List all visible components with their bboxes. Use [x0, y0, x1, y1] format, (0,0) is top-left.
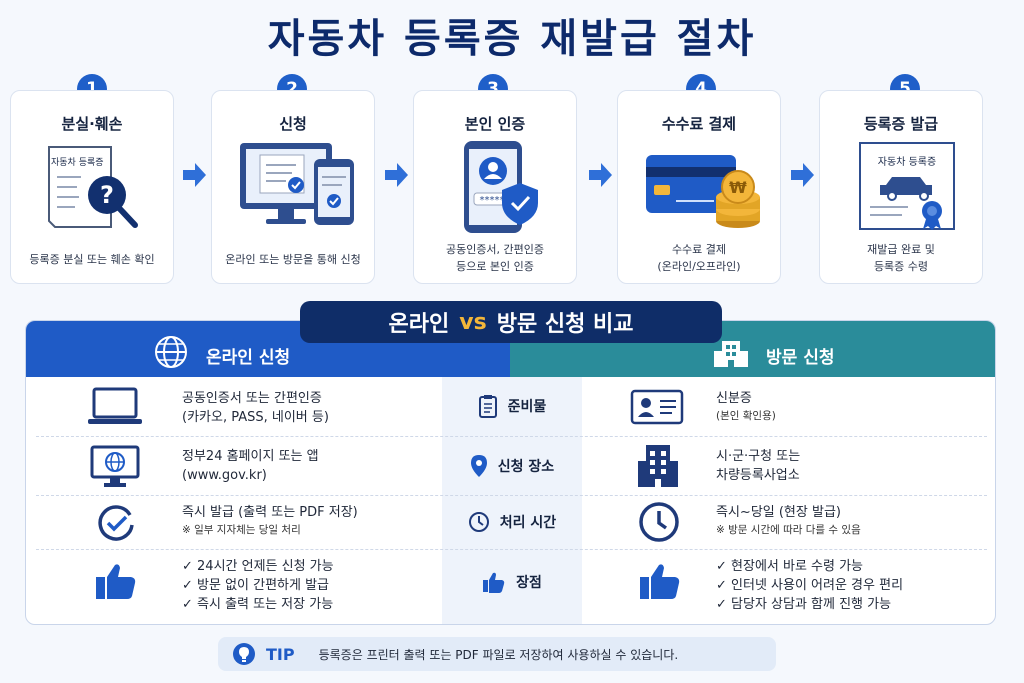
row-divider: [36, 549, 987, 550]
page-title: 자동차 등록증 재발급 절차: [267, 16, 757, 62]
step-title: 신청: [279, 115, 307, 133]
step-card-lost-damaged: 분실·훼손 ? 자동차 등록증 등록증 분실 또는 훼손 확인: [10, 90, 174, 284]
cell-line: 신분증: [716, 391, 752, 406]
cell-line: 시·군·구청 또는: [716, 449, 801, 464]
thumbs-up-icon: [483, 572, 505, 593]
visit-requirement: 신분증 (본인 확인용): [716, 389, 776, 424]
criteria-label: 준비물: [507, 399, 547, 415]
step-description-line: (온라인/오프라인): [657, 260, 741, 273]
row-divider: [36, 495, 987, 496]
svg-text:₩: ₩: [729, 178, 747, 197]
tip-label: TIP: [266, 644, 295, 664]
advantage-item: ✓ 24시간 언제든 신청 가능: [182, 559, 334, 574]
step-description-line: 재발급 완료 및: [867, 243, 935, 256]
arrow-right-icon: [385, 163, 408, 187]
step-title: 분실·훼손: [61, 115, 123, 133]
banner-visit: 방문 신청 비교: [496, 312, 634, 337]
map-pin-icon: [470, 455, 487, 477]
visit-advantages: ✓ 현장에서 바로 수령 가능 ✓ 인터넷 사용이 어려운 경우 편리 ✓ 담당…: [716, 557, 903, 614]
criteria-label: 장점: [516, 575, 542, 591]
online-requirement: 공동인증서 또는 간편인증 (카카오, PASS, 네이버 등): [182, 389, 329, 427]
certificate-label: 자동차 등록증: [877, 157, 937, 168]
advantage-item: ✓ 현장에서 바로 수령 가능: [716, 559, 864, 574]
online-processing-time: 즉시 발급 (출력 또는 PDF 저장) ※ 일부 지자체는 당일 처리: [182, 503, 358, 538]
row-divider: [36, 436, 987, 437]
advantage-item: ✓ 담당자 상담과 함께 진행 가능: [716, 597, 892, 612]
building-icon: [714, 341, 748, 367]
step-title: 등록증 발급: [863, 115, 939, 133]
globe-icon: [155, 336, 187, 368]
cell-line: 공동인증서 또는 간편인증: [182, 391, 322, 406]
step-description: 수수료 결제 (온라인/오프라인): [624, 241, 774, 275]
online-header-label: 온라인 신청: [206, 348, 291, 368]
laptop-icon: [88, 387, 142, 424]
arrow-right-icon: [791, 163, 814, 187]
step-description-line: 등으로 본인 인증: [456, 260, 534, 273]
arrow-right-icon: [183, 163, 206, 187]
visit-location: 시·군·구청 또는 차량등록사업소: [716, 447, 800, 485]
criteria-processing-time: 처리 시간: [442, 507, 582, 537]
cell-line: (www.gov.kr): [182, 468, 267, 483]
svg-text:?: ?: [100, 181, 114, 209]
step-description-line: 공동인증서, 간편인증: [445, 243, 545, 256]
comparison-banner: 온라인 vs 방문 신청 비교: [300, 301, 722, 343]
cell-line: 정부24 홈페이지 또는 앱: [182, 449, 319, 464]
visit-header-label: 방문 신청: [766, 348, 835, 368]
online-advantages: ✓ 24시간 언제든 신청 가능 ✓ 방문 없이 간편하게 발급 ✓ 즉시 출력…: [182, 557, 334, 614]
monitor-phone-icon: [212, 139, 374, 235]
clock-check-icon: [98, 505, 134, 541]
banner-online: 온라인: [388, 312, 450, 337]
tip-bar: TIP 등록증은 프린터 출력 또는 PDF 파일로 저장하여 사용하실 수 있…: [218, 637, 776, 671]
comparison-table: 온라인 신청 방문 신청 공동인증서 또는 간편인증 (카카오, PASS, 네…: [25, 320, 996, 625]
step-card-apply: 신청 온라인 또는 방문을 통해 신청: [211, 90, 375, 284]
monitor-globe-icon: [90, 445, 140, 487]
step-card-identity-verification: 본인 인증 ***** 공동인증서, 간편인증 등으로 본인 인증: [413, 90, 577, 284]
criteria-location: 신청 장소: [442, 451, 582, 481]
cell-line: ※ 방문 시간에 따라 다를 수 있음: [716, 524, 861, 536]
arrow-right-icon: [589, 163, 612, 187]
criteria-advantages: 장점: [442, 567, 582, 597]
advantage-item: ✓ 인터넷 사용이 어려운 경우 편리: [716, 578, 904, 593]
id-card-icon: [630, 389, 684, 425]
thumbs-up-icon: [640, 564, 680, 599]
step-title: 수수료 결제: [661, 115, 737, 133]
criteria-requirements: 준비물: [442, 391, 582, 421]
step-description-line: 등록증 수령: [873, 260, 929, 273]
cell-line: ※ 일부 지자체는 당일 처리: [182, 524, 301, 536]
step-description: 온라인 또는 방문을 통해 신청: [225, 253, 361, 266]
certificate-car-icon: [820, 139, 982, 235]
office-building-icon: [638, 445, 678, 487]
cell-line: 차량등록사업소: [716, 468, 800, 483]
advantage-item: ✓ 즉시 출력 또는 저장 가능: [182, 597, 334, 612]
cell-line: (카카오, PASS, 네이버 등): [182, 410, 329, 425]
card-coins-icon: ₩: [618, 139, 780, 235]
advantage-item: ✓ 방문 없이 간편하게 발급: [182, 578, 330, 593]
cell-line: 즉시~당일 (현장 발급): [716, 505, 841, 520]
lightbulb-icon: [233, 643, 255, 665]
step-description-line: 수수료 결제: [671, 243, 727, 256]
svg-text:*****: *****: [480, 195, 505, 206]
step-description: 공동인증서, 간편인증 등으로 본인 인증: [420, 241, 570, 275]
criteria-label: 처리 시간: [499, 515, 557, 531]
criteria-label: 신청 장소: [497, 459, 555, 475]
thumbs-up-icon: [96, 564, 136, 599]
cell-line: (본인 확인용): [716, 410, 776, 422]
step-description: 재발급 완료 및 등록증 수령: [826, 241, 976, 275]
document-label: 자동차 등록증: [51, 158, 104, 168]
cell-line: 즉시 발급 (출력 또는 PDF 저장): [182, 505, 358, 520]
step-description: 등록증 분실 또는 훼손 확인: [29, 253, 155, 266]
step-card-fee-payment: 수수료 결제 ₩ 수수료 결제 (온라인/오프라인): [617, 90, 781, 284]
document-search-icon: ?: [11, 139, 173, 235]
clipboard-icon: [478, 395, 497, 418]
step-card-issue-registration: 등록증 발급 자동차 등록증 재발급 완료 및 등록증 수령: [819, 90, 983, 284]
visit-processing-time: 즉시~당일 (현장 발급) ※ 방문 시간에 따라 다를 수 있음: [716, 503, 861, 538]
clock-icon: [468, 512, 489, 532]
banner-vs: vs: [459, 309, 487, 335]
clock-icon: [639, 502, 679, 542]
phone-shield-icon: *****: [414, 139, 576, 235]
online-location: 정부24 홈페이지 또는 앱 (www.gov.kr): [182, 447, 319, 485]
criteria-column: [442, 377, 582, 624]
step-title: 본인 인증: [464, 115, 526, 133]
tip-text: 등록증은 프린터 출력 또는 PDF 파일로 저장하여 사용하실 수 있습니다.: [318, 647, 679, 662]
